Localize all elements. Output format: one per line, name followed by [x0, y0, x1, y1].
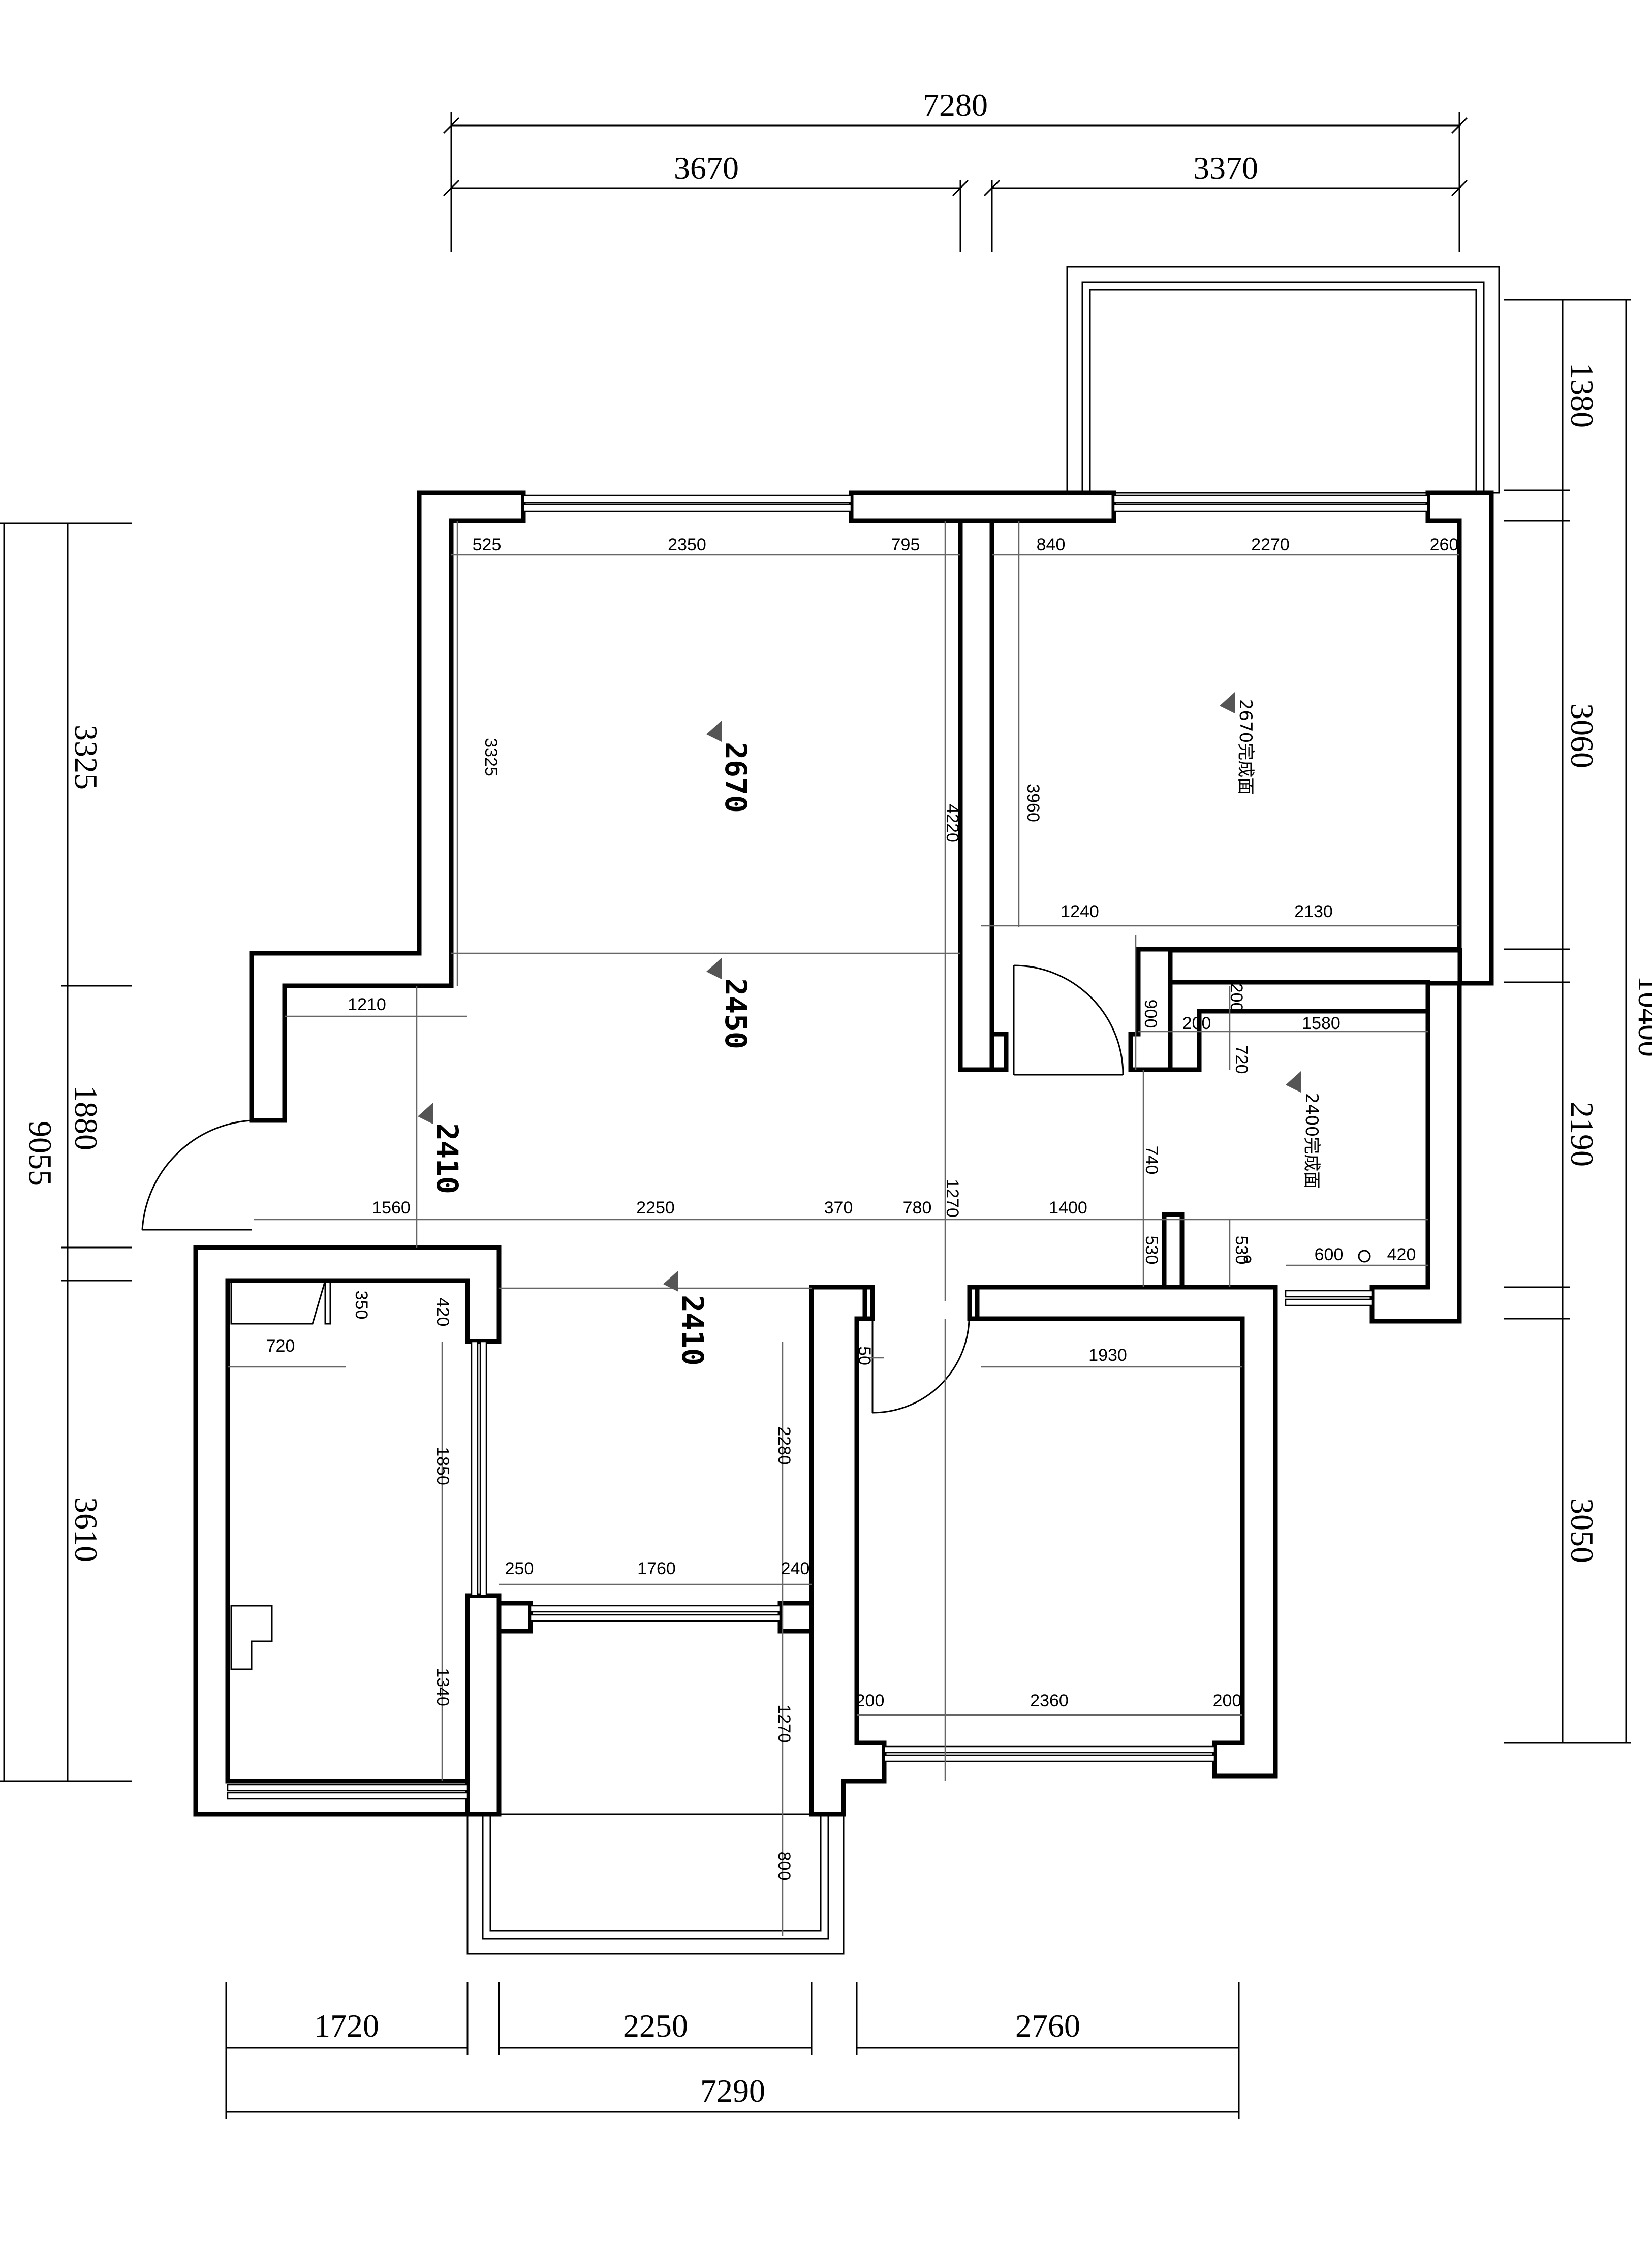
- dim-200d: 200: [1213, 1691, 1242, 1710]
- dim-top-right: 3370: [1193, 150, 1258, 186]
- dim-left-top: 3325: [68, 725, 104, 790]
- dim-1270b: 1270: [774, 1704, 794, 1743]
- dim-525: 525: [473, 535, 502, 554]
- dim-right-upper: 3060: [1564, 703, 1600, 768]
- dim-50: 50: [855, 1346, 874, 1365]
- doors: [141, 964, 1124, 1414]
- elevation-living: 2410: [430, 1123, 464, 1194]
- dim-4220: 4220: [943, 804, 962, 843]
- dim-900: 900: [1141, 1000, 1160, 1028]
- pipe-icon: [1243, 1255, 1252, 1263]
- kitchen-fixtures: [230, 1280, 331, 1670]
- dim-1930: 1930: [1088, 1346, 1127, 1365]
- balcony-top: [1066, 266, 1500, 494]
- dim-240: 240: [781, 1559, 810, 1578]
- dim-right-lower: 3050: [1564, 1498, 1600, 1563]
- dim-250: 250: [505, 1559, 534, 1578]
- dim-3960: 3960: [1023, 784, 1043, 822]
- dim-1400: 1400: [1049, 1198, 1087, 1218]
- dim-370: 370: [824, 1198, 853, 1218]
- dim-2360: 2360: [1030, 1691, 1069, 1710]
- dim-1760: 1760: [637, 1559, 676, 1578]
- walls: [193, 490, 1494, 1817]
- dim-1560: 1560: [372, 1198, 411, 1218]
- right-dimension-lines: [1504, 299, 1631, 1744]
- dim-2130: 2130: [1294, 902, 1333, 921]
- dim-1210: 1210: [348, 995, 386, 1014]
- dim-left-middle: 1880: [68, 1085, 104, 1150]
- dim-350: 350: [352, 1291, 371, 1320]
- dim-bottom-right: 2760: [1015, 2008, 1080, 2044]
- dim-600: 600: [1315, 1245, 1344, 1264]
- top-dimension-lines: [443, 112, 1468, 252]
- elevation-bedroom-upper-right: 2670完成面: [1235, 699, 1256, 795]
- elevation-corridor: 2450: [719, 978, 753, 1049]
- dim-right-overall: 10400: [1632, 976, 1652, 1057]
- dim-800: 800: [774, 1852, 794, 1881]
- elevation-dining: 2410: [675, 1295, 710, 1366]
- dim-530a: 530: [1142, 1236, 1161, 1265]
- dim-top-overall: 7280: [923, 87, 988, 123]
- dim-200a: 200: [1227, 983, 1246, 1012]
- dim-2270: 2270: [1251, 535, 1290, 554]
- dim-795: 795: [891, 535, 920, 554]
- dim-top-left: 3670: [674, 150, 739, 186]
- dim-260: 260: [1430, 535, 1459, 554]
- dim-720a: 720: [1232, 1045, 1251, 1074]
- elevation-bathroom: 2400完成面: [1301, 1093, 1322, 1189]
- dim-1240: 1240: [1061, 902, 1099, 921]
- dim-2350: 2350: [668, 535, 706, 554]
- dim-530b: 530: [1232, 1236, 1251, 1265]
- dim-1270a: 1270: [943, 1179, 962, 1218]
- dim-bottom-left: 1720: [314, 2008, 379, 2044]
- dim-right-middle: 2190: [1564, 1102, 1600, 1167]
- dim-780: 780: [903, 1198, 932, 1218]
- dim-left-bottom: 3610: [68, 1497, 104, 1562]
- dim-200c: 200: [856, 1691, 885, 1710]
- floor-drain-icon: [1358, 1250, 1371, 1263]
- balcony-bottom: [466, 1813, 845, 1955]
- dim-420b: 420: [433, 1298, 452, 1327]
- elevation-room-upper-left: 2670: [719, 742, 753, 813]
- dim-200b: 200: [1182, 1014, 1211, 1033]
- dim-2280: 2280: [774, 1426, 794, 1465]
- dim-bottom-overall: 7290: [700, 2073, 765, 2109]
- dim-720b: 720: [266, 1336, 295, 1356]
- windows: [227, 494, 1429, 1800]
- dim-left-overall: 9055: [22, 1121, 58, 1186]
- dim-740: 740: [1142, 1146, 1161, 1175]
- dim-right-balcony: 1380: [1564, 363, 1600, 428]
- dim-1340: 1340: [433, 1668, 452, 1706]
- dim-420a: 420: [1387, 1245, 1416, 1264]
- bottom-dimension-lines: [225, 1982, 1240, 2119]
- inner-dimension-labels: 525 2350 795 840 2270 260 3325 4220 3960…: [266, 535, 1459, 1880]
- left-dimension-lines: [0, 522, 132, 1782]
- dim-3325: 3325: [481, 738, 501, 776]
- dim-1580: 1580: [1302, 1014, 1341, 1033]
- dim-840: 840: [1037, 535, 1066, 554]
- elevation-marker-icons: [418, 692, 1301, 1292]
- dim-1850: 1850: [433, 1447, 452, 1485]
- dim-bottom-middle: 2250: [623, 2008, 688, 2044]
- dim-2250: 2250: [636, 1198, 675, 1218]
- inner-dimension-lines: [228, 521, 1459, 1936]
